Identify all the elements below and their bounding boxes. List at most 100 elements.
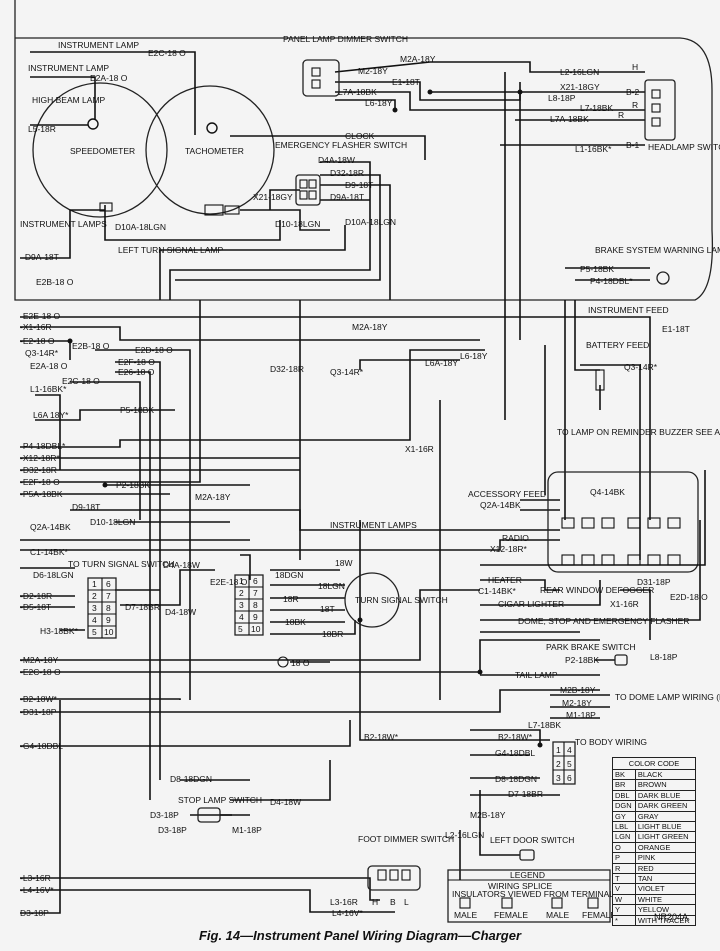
- wire-label: Q3-14R*: [330, 367, 364, 377]
- terminal-label: B: [390, 897, 396, 907]
- label-tachometer: TACHOMETER: [185, 146, 244, 156]
- color-code-name: WITH TRACER: [634, 914, 697, 927]
- label-emergency-flasher-switch: EMERGENCY FLASHER SWITCH: [275, 140, 407, 150]
- pin-label: 4: [92, 615, 97, 625]
- label-clock: CLOCK: [345, 131, 375, 141]
- color-code-abbr: DBL: [612, 789, 636, 802]
- color-code-name: TAN: [634, 873, 697, 885]
- turn-signal-connector-right: [234, 574, 264, 636]
- color-code-name: BLACK: [634, 768, 697, 781]
- body-wiring-connector: [552, 741, 576, 785]
- legend-text: LEGEND WIRING SPLICE INSULATORS VIEWED F…: [452, 870, 636, 920]
- wire-label: D4-18W: [165, 607, 196, 617]
- legend-title: LEGEND: [510, 870, 545, 880]
- terminal-label: H: [372, 897, 378, 907]
- legend-item: FEMALE: [494, 910, 528, 920]
- edge-label: -L4-16V*: [20, 885, 54, 895]
- wire-label: E2E-18 O: [210, 577, 248, 587]
- wire-label: L8-18P: [650, 652, 678, 662]
- wire-label: 18BK: [285, 617, 306, 627]
- label-instrument-lamps-left: INSTRUMENT LAMPS: [20, 219, 107, 229]
- figure-caption: Fig. 14—Instrument Panel Wiring Diagram—…: [198, 928, 522, 943]
- wire-label: X1-16R: [610, 599, 639, 609]
- wire-label: E2A-18 O: [90, 73, 128, 83]
- wire-label: Q4-14BK: [590, 487, 625, 497]
- color-code-abbr: *: [612, 914, 636, 927]
- wire-label: E2C-18 O: [62, 376, 100, 386]
- label-instrument-feed: INSTRUMENT FEED: [588, 305, 669, 315]
- wire-label: Q2A-14BK: [480, 500, 521, 510]
- figure-reference: NR204A: [653, 912, 688, 922]
- wire-label: E2B-18 O: [36, 277, 74, 287]
- label-tail-lamp: TAIL LAMP: [515, 670, 558, 680]
- label-left-turn-signal-lamp: LEFT TURN SIGNAL LAMP: [118, 245, 224, 255]
- wire-group-top: [20, 51, 650, 420]
- wire-label: L2-16LGN: [445, 830, 484, 840]
- wire-label: D3-18P: [158, 825, 187, 835]
- wire-label: D7-18BR: [125, 602, 160, 612]
- edge-label: -X1-16R: [20, 322, 52, 332]
- label-dome-stop-flasher: DOME, STOP AND EMERGENCY FLASHER: [518, 616, 689, 626]
- wire-label: M1-18P: [566, 710, 596, 720]
- wire-label: D9-18T: [345, 180, 373, 190]
- color-code-abbr: GY: [612, 810, 636, 823]
- wire-label: P5-18BK: [580, 264, 614, 274]
- edge-label: L1-16BK*: [30, 384, 67, 394]
- color-code-abbr: P: [612, 852, 636, 864]
- label-to-dome-lamp-wiring: TO DOME LAMP WIRING (BODY): [615, 692, 720, 702]
- edge-label: -D31-18P: [20, 707, 57, 717]
- pin-label: 7: [253, 588, 258, 598]
- terminal-label: B-1: [626, 140, 640, 150]
- wire-label: M2A-18Y: [352, 322, 388, 332]
- wire-label: L6-18Y: [460, 351, 488, 361]
- wire-label: D9A-18T: [330, 192, 364, 202]
- wire-label: D4-18W: [270, 797, 301, 807]
- wire-group-lower: [20, 470, 706, 914]
- pin-label: 5: [92, 627, 97, 637]
- color-code-title: COLOR CODE: [612, 757, 696, 770]
- label-to-turn-signal-switch: TO TURN SIGNAL SWITCH: [68, 559, 175, 569]
- color-code-name: DARK BLUE: [634, 789, 697, 802]
- speedometer-gauge: [32, 82, 168, 218]
- wire-label: D10-18LGN: [275, 219, 320, 229]
- label-foot-dimmer-switch: FOOT DIMMER SWITCH: [358, 834, 454, 844]
- pin-label: 1: [556, 745, 561, 755]
- dashboard-outline: [14, 0, 714, 301]
- wire-label: L1-16BK*: [575, 144, 612, 154]
- wire-label: L2-16LGN: [560, 67, 599, 77]
- color-code-abbr: V: [612, 883, 636, 895]
- wire-label: D9-18T: [72, 502, 100, 512]
- color-code-name: PINK: [634, 852, 697, 864]
- color-code-name: LIGHT GREEN: [634, 831, 697, 843]
- legend-item: MALE: [454, 910, 477, 920]
- terminal-label: L: [404, 897, 409, 907]
- terminal-label: R: [632, 100, 638, 110]
- wire-label: E2D-18 O: [135, 345, 173, 355]
- legend-item: FEMALE: [582, 910, 616, 920]
- wire-label: L3-16R: [330, 897, 358, 907]
- pin-label: 6: [253, 576, 258, 586]
- edge-label: D3-18P: [150, 810, 179, 820]
- label-lamp-on-reminder: TO LAMP ON REMINDER BUZZER SEE ACCESSORY…: [557, 427, 720, 437]
- wire-label: B2-18W*: [364, 732, 399, 742]
- wire-label: L6A-18Y: [425, 358, 458, 368]
- wire-label: 18BR: [322, 629, 343, 639]
- pin-label: 8: [253, 600, 258, 610]
- pin-label: 1: [239, 576, 244, 586]
- label-cigar-lighter: CIGAR LIGHTER: [498, 599, 564, 609]
- wire-label: M1-18P: [232, 825, 262, 835]
- label-brake-warning-lamp: BRAKE SYSTEM WARNING LAMP: [595, 245, 720, 255]
- wire-label: D32-18R: [330, 168, 364, 178]
- wire-label: L4-16V*: [332, 908, 363, 918]
- wire-label: 18T: [320, 604, 335, 614]
- color-code-abbr: W: [612, 893, 636, 906]
- wire-label: E2F-18 O: [118, 357, 155, 367]
- color-code-name: GRAY: [634, 810, 697, 823]
- pin-label: 2: [556, 759, 561, 769]
- label-instrument-lamp-1: INSTRUMENT LAMP: [58, 40, 139, 50]
